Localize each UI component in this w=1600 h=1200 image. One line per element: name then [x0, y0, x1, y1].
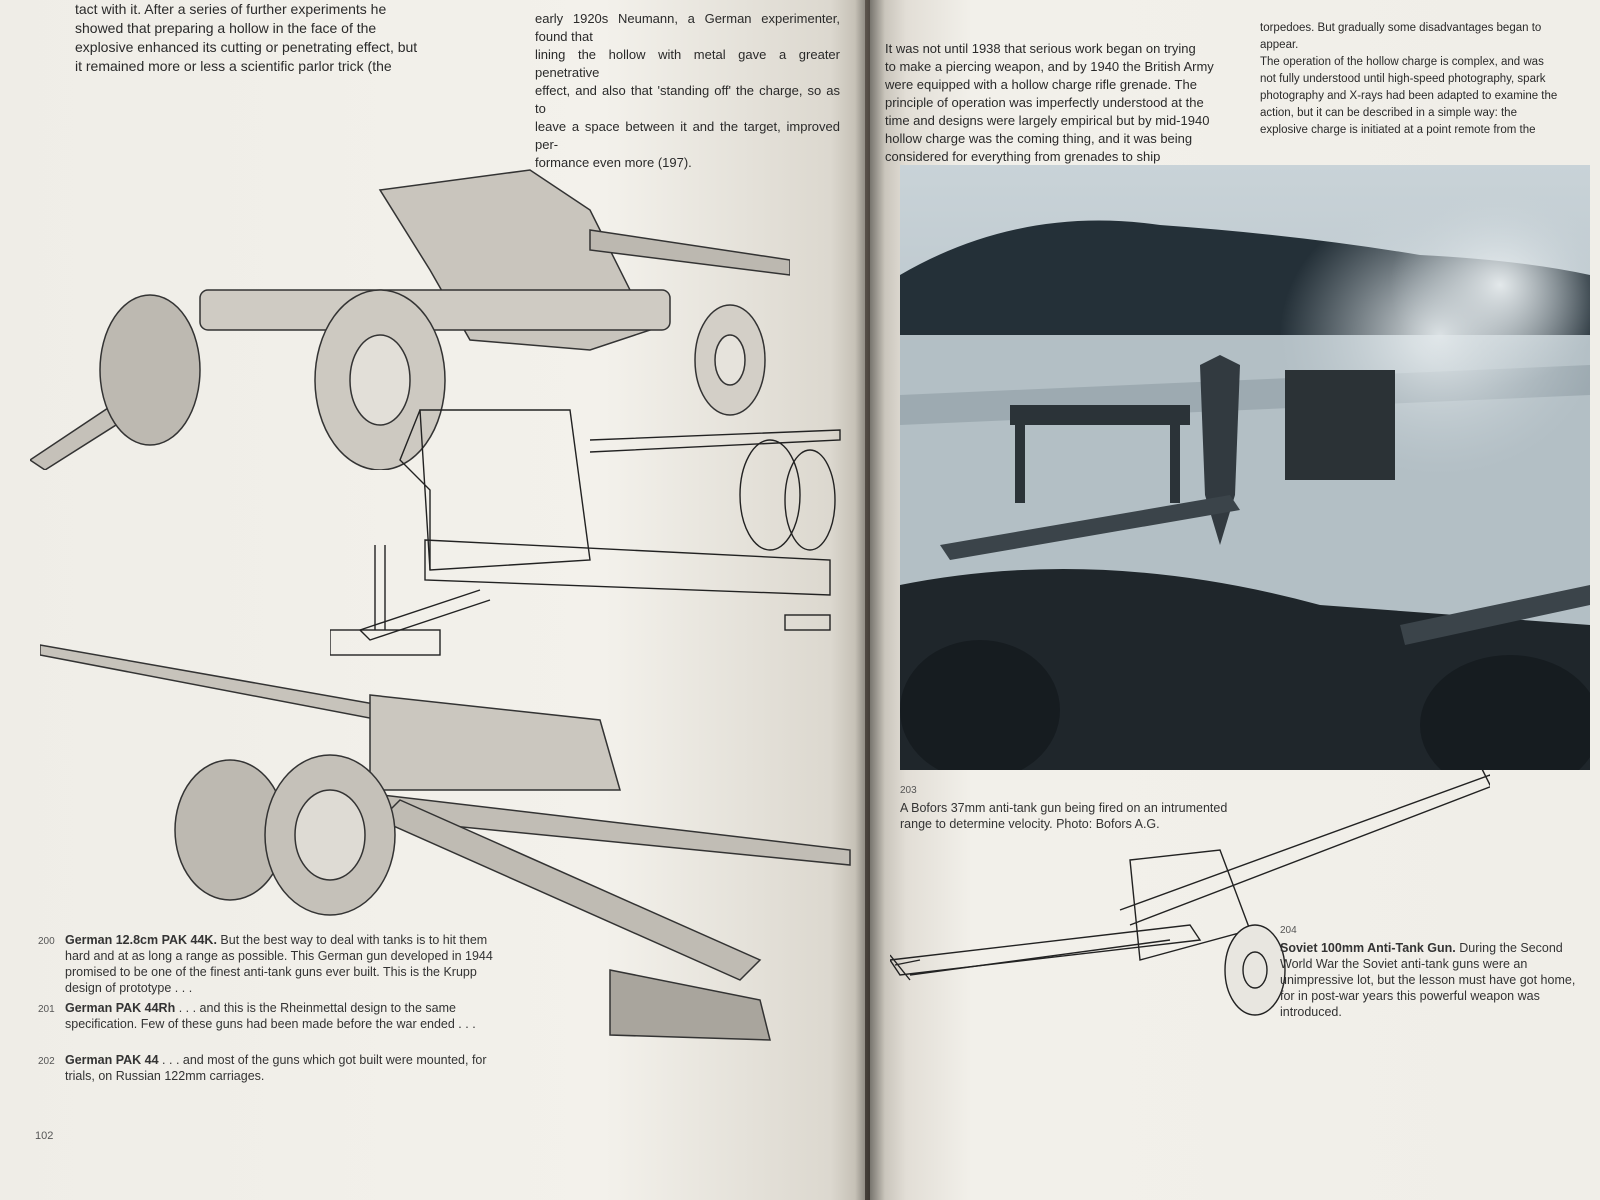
caption-203: A Bofors 37mm anti-tank gun being fired … [900, 800, 1230, 832]
text-line: to make a piercing weapon, and by 1940 t… [885, 59, 1214, 74]
caption-text: . . . and most of the guns which got bui… [65, 1053, 487, 1083]
caption-number: 200 [38, 936, 55, 947]
book-gutter [855, 0, 885, 1200]
text-line: explosive enhanced its cutting or penetr… [75, 39, 418, 55]
caption-text: During the Second World War the Soviet a… [1280, 941, 1576, 1019]
caption-text: But the best way to deal with tanks is t… [65, 933, 493, 995]
caption-200: German 12.8cm PAK 44K. But the best way … [65, 932, 515, 996]
text-line: were equipped with a hollow charge rifle… [885, 77, 1197, 92]
photo-scene [900, 165, 1590, 770]
text-line: It was not until 1938 that serious work … [885, 41, 1196, 56]
left-text-column-2: early 1920s Neumann, a German experiment… [535, 10, 840, 172]
text-line: action, but it can be described in a sim… [1260, 107, 1517, 119]
caption-number: 204 [1280, 925, 1297, 936]
text-line: tact with it. After a series of further … [75, 1, 387, 17]
illustration-pak44-russian-carriage [40, 644, 851, 1041]
text-line: explosive charge is initiated at a point… [1260, 124, 1536, 136]
illustration-pak44k [30, 169, 790, 470]
text-line: leave a space between it and the target,… [535, 119, 840, 152]
page-number: 102 [35, 1130, 54, 1142]
text-line: early 1920s Neumann, a German experiment… [535, 11, 840, 44]
caption-number: 203 [900, 785, 917, 796]
caption-text: A Bofors 37mm anti-tank gun being fired … [900, 801, 1228, 831]
caption-title: German PAK 44Rh [65, 1001, 176, 1015]
caption-202: German PAK 44 . . . and most of the guns… [65, 1052, 515, 1084]
text-line: time and designs were largely empirical … [885, 113, 1210, 128]
text-line: principle of operation was imperfectly u… [885, 95, 1204, 110]
text-line: appear. [1260, 39, 1299, 51]
illustration-pak44rh [330, 409, 841, 656]
caption-title: Soviet 100mm Anti-Tank Gun. [1280, 941, 1456, 955]
left-page: tact with it. After a series of further … [0, 0, 865, 1200]
right-text-column-2: torpedoes. But gradually some disadvanta… [1260, 20, 1560, 139]
text-line: it remained more or less a scientific pa… [75, 58, 392, 74]
text-line: photography and X-rays had been adapted … [1260, 90, 1558, 102]
caption-number: 202 [38, 1056, 55, 1067]
text-line: not fully understood until high-speed ph… [1260, 73, 1546, 85]
text-line: hollow charge was the coming thing, and … [885, 131, 1193, 146]
left-text-column-1: tact with it. After a series of further … [75, 0, 505, 76]
text-line: considered for everything from grenades … [885, 149, 1161, 164]
caption-title: German PAK 44 [65, 1053, 159, 1067]
right-text-column-1: It was not until 1938 that serious work … [885, 40, 1245, 166]
text-line: showed that preparing a hollow in the fa… [75, 20, 377, 36]
caption-text: . . . and this is the Rheinmettal design… [65, 1001, 476, 1031]
photo-bofors-firing [900, 165, 1590, 770]
illustration-soviet-100mm [890, 760, 1490, 1016]
caption-201: German PAK 44Rh . . . and this is the Rh… [65, 1000, 515, 1032]
caption-title: German 12.8cm PAK 44K. [65, 933, 217, 947]
text-line: effect, and also that 'standing off' the… [535, 83, 840, 116]
caption-204: Soviet 100mm Anti-Tank Gun. During the S… [1280, 940, 1580, 1020]
text-line: The operation of the hollow charge is co… [1260, 56, 1544, 68]
text-line: formance even more (197). [535, 155, 692, 170]
text-line: torpedoes. But gradually some disadvanta… [1260, 22, 1542, 34]
caption-number: 201 [38, 1004, 55, 1015]
text-line: lining the hollow with metal gave a grea… [535, 47, 840, 80]
